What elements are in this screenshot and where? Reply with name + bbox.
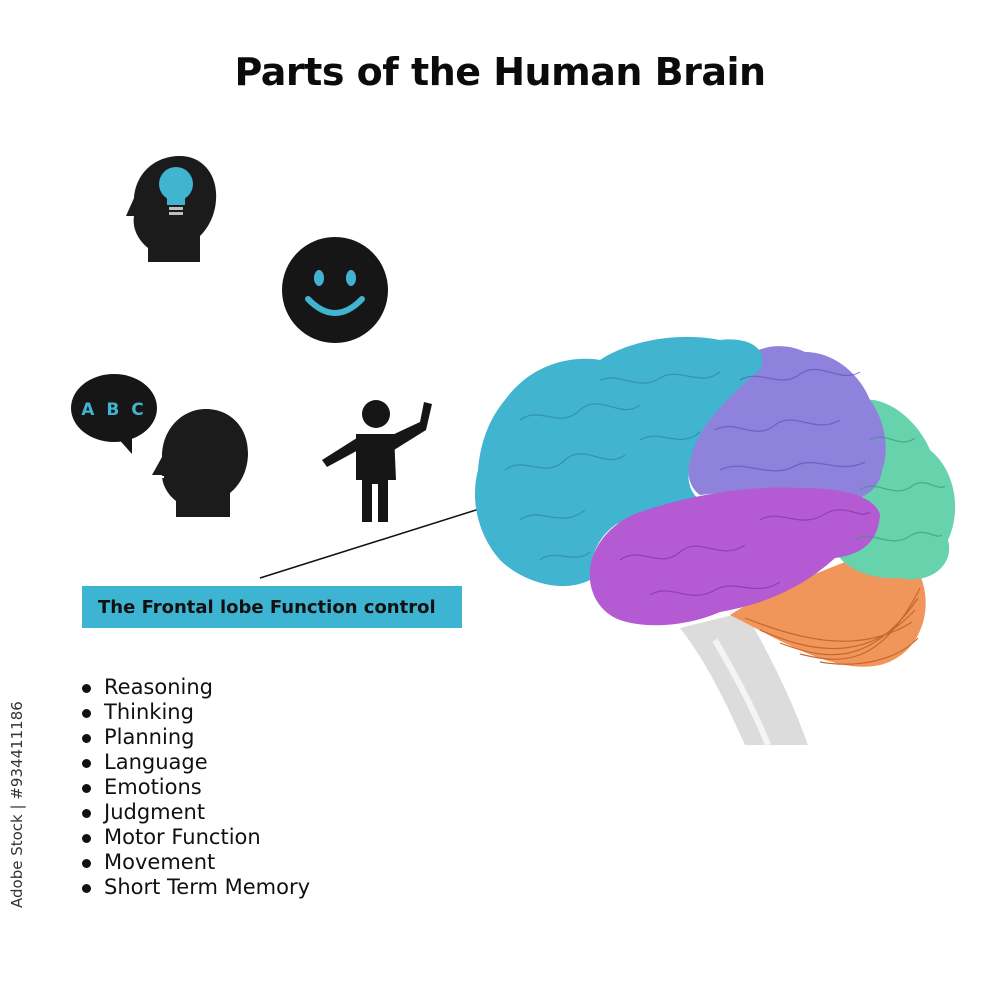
list-item: Planning bbox=[80, 725, 310, 750]
smiley-face-icon bbox=[282, 237, 388, 343]
list-item: Movement bbox=[80, 850, 310, 875]
frontal-lobe bbox=[474, 336, 763, 587]
speech-bubble-text: A B C bbox=[81, 400, 146, 420]
watermark-id-text: Adobe Stock | #934411186 bbox=[8, 701, 26, 908]
speaking-head-icon bbox=[152, 409, 248, 517]
brain-illustration bbox=[474, 336, 956, 747]
list-item: Judgment bbox=[80, 800, 310, 825]
function-list: Reasoning Thinking Planning Language Emo… bbox=[80, 675, 310, 900]
list-item: Language bbox=[80, 750, 310, 775]
list-item: Emotions bbox=[80, 775, 310, 800]
brain-stem bbox=[680, 612, 808, 745]
list-item: Short Term Memory bbox=[80, 875, 310, 900]
list-item: Thinking bbox=[80, 700, 310, 725]
list-item: Motor Function bbox=[80, 825, 310, 850]
head-lightbulb-icon bbox=[126, 156, 217, 262]
person-waving-icon bbox=[322, 400, 432, 522]
cerebellum bbox=[730, 560, 926, 667]
watermark-id: Adobe Stock | #934411186 bbox=[6, 701, 28, 910]
list-item: Reasoning bbox=[80, 675, 310, 700]
page-title: Parts of the Human Brain bbox=[234, 50, 766, 94]
frontal-lobe-callout-label: The Frontal lobe Function control bbox=[82, 586, 462, 628]
speech-bubble-icon: A B C bbox=[71, 374, 157, 454]
